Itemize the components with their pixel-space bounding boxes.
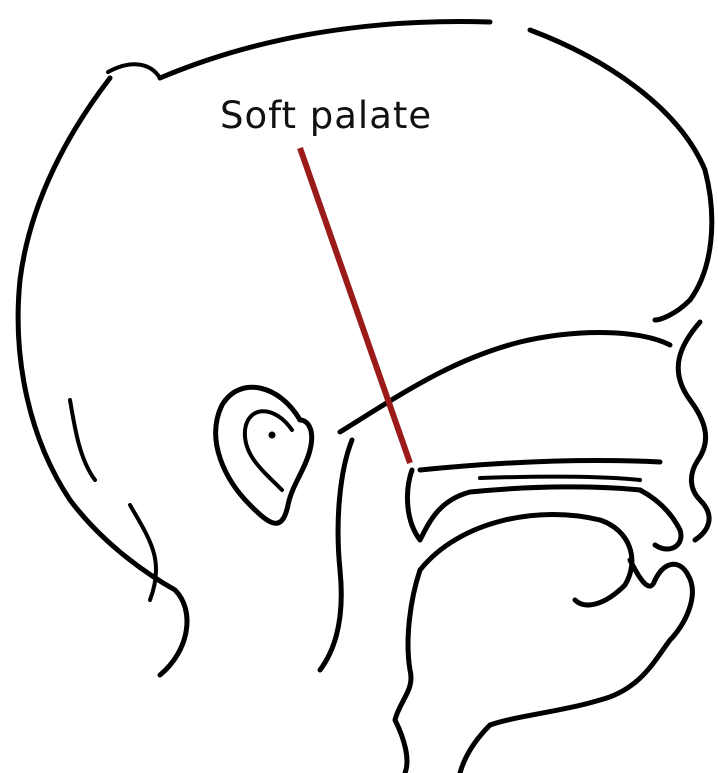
soft-palate-label: Soft palate (220, 97, 432, 134)
soft-palate-leader-line (300, 148, 410, 463)
